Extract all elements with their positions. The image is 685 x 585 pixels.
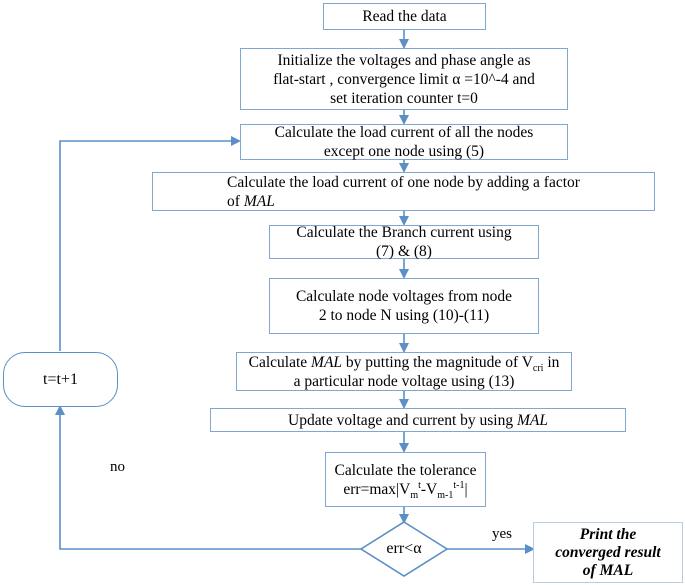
tolerance-box: Calculate the tolerance err=max|Vmt-Vm-1… [325,452,486,507]
tolerance-sup1: t [418,479,421,491]
output-box: Print the converged result of MAL [533,522,683,583]
output-line-2: converged result [555,543,661,561]
tolerance-b: -V [420,480,438,498]
calc-mal-suffix: in [543,353,560,371]
tolerance-sub1: m [410,489,419,501]
tolerance-a: err=max|V [343,480,411,498]
counter-oval: t=t+1 [3,352,118,407]
counter-text: t=t+1 [43,370,78,388]
load-current-all-line-2: except one node using (5) [323,143,485,160]
branch-current-box: Calculate the Branch current using (7) &… [269,224,539,260]
update-box: Update voltage and current by using MAL [210,408,626,432]
node-voltages-box: Calculate node voltages from node 2 to n… [269,278,539,334]
calc-mal-sub: cri [532,362,544,374]
output-line-1: Print the [579,525,637,543]
calc-mal-italic: MAL [311,353,343,371]
tolerance-sup2: t-1 [453,479,465,491]
tolerance-sub2: m-1 [437,489,454,501]
read-data-box: Read the data [323,3,486,30]
branch-current-line-1: Calculate the Branch current using [296,224,512,241]
initialize-line-3: set iteration counter t=0 [330,89,478,107]
load-current-all-box: Calculate the load current of all the no… [240,124,568,160]
initialize-line-2: flat-start , convergence limit α =10^-4 … [273,70,535,88]
update-italic: MAL [517,411,548,429]
initialize-box: Initialize the voltages and phase angle … [240,48,568,110]
output-line-3: of MAL [582,561,634,579]
calc-mal-mid: by putting the magnitude of V [342,353,533,371]
decision-text: err<α [386,540,422,557]
load-current-all-line-1: Calculate the load current of all the no… [274,124,534,141]
load-current-one-line-1: Calculate the load current of one node b… [227,173,580,191]
arrow-decision-no [55,405,361,550]
calc-mal-box: Calculate MAL by putting the magnitude o… [236,352,572,391]
label-no: no [110,459,125,475]
load-current-one-prefix: of [227,192,244,210]
tolerance-line-1: Calculate the tolerance [334,461,477,479]
tolerance-c: | [464,480,468,498]
calc-mal-prefix: Calculate [248,353,312,371]
update-prefix: Update voltage and current by using [288,411,517,429]
load-current-one-mal: MAL [243,192,275,210]
calc-mal-line-2: a particular node voltage using (13) [293,372,515,390]
node-voltages-line-1: Calculate node voltages from node [295,288,513,305]
decision-diamond [359,521,449,577]
initialize-line-1: Initialize the voltages and phase angle … [277,51,531,69]
label-yes: yes [492,526,512,542]
branch-current-line-2: (7) & (8) [376,243,432,260]
read-data-text: Read the data [362,8,447,25]
load-current-one-box: Calculate the load current of one node b… [152,172,655,211]
node-voltages-line-2: 2 to node N using (10)-(11) [318,307,490,324]
arrow-counter-loop [59,136,241,351]
